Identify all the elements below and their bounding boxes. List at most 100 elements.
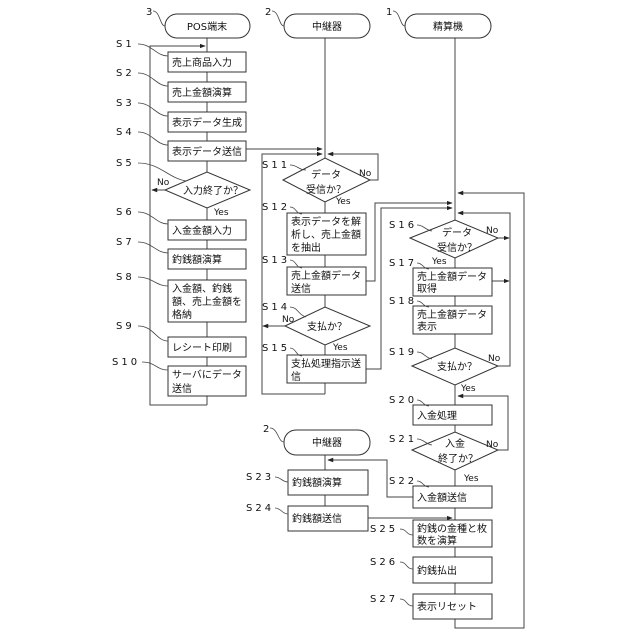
step-text-line: 表示	[417, 320, 437, 333]
step-number: S17	[389, 258, 417, 269]
terminal-ref: 1	[386, 7, 392, 18]
step-s20: 入金処理 S20	[389, 395, 492, 425]
branch-no-label: No	[359, 169, 372, 179]
step-text: 表示リセット	[417, 600, 477, 613]
step-s3: 表示データ生成 S3	[116, 98, 246, 132]
leader-line	[138, 212, 168, 224]
terminal-relay-bottom: 中継器 2	[263, 424, 370, 455]
step-s2: 売上金額演算 S2	[116, 68, 246, 102]
step-s25: 釣銭の金種と枚 数を演算 S25	[370, 520, 492, 547]
step-number: S11	[262, 160, 290, 171]
leader-line	[270, 428, 284, 442]
branch-yes-label: Yes	[463, 474, 479, 484]
decision-text-line: データ	[311, 168, 341, 181]
branch-yes-label: Yes	[335, 197, 351, 207]
leader-line	[417, 439, 432, 445]
step-text-line: 入金額、釣銭	[172, 282, 232, 295]
decision-text-line: 入金	[445, 437, 465, 450]
step-text-line: 数を演算	[417, 534, 457, 547]
step-number: S25	[370, 524, 398, 535]
step-text: 入金処理	[417, 409, 457, 422]
step-number: S21	[389, 434, 417, 445]
step-text-line: 送信	[172, 382, 192, 395]
step-s27: 表示リセット S27	[370, 594, 492, 619]
step-s26: 釣銭払出 S26	[370, 557, 492, 583]
leader-line	[400, 529, 413, 535]
leader-line	[138, 242, 168, 253]
terminal-ref: 2	[263, 424, 269, 435]
branch-yes-label: Yes	[213, 208, 229, 218]
step-s7: 釣銭額演算 S7	[116, 237, 246, 269]
step-s10: サーバにデータ 送信 S10	[112, 357, 246, 396]
step-text-line: 売上金額データ	[291, 269, 361, 282]
step-number: S12	[262, 202, 290, 213]
leader-line	[275, 477, 288, 482]
step-number: S16	[389, 220, 417, 231]
branch-no-label: No	[282, 315, 295, 325]
step-text-line: 析し、売上金額	[291, 228, 361, 241]
step-text: 釣銭額演算	[172, 253, 222, 266]
step-text-line: 支払処理指示送	[291, 357, 361, 370]
step-s1: 売上商品入力 S1	[116, 39, 246, 72]
step-s23: 釣銭額演算 S23	[246, 470, 368, 495]
terminal-title: POS端末	[187, 20, 227, 33]
terminal-title: 精算機	[433, 20, 463, 33]
branch-yes-label: Yes	[332, 343, 348, 353]
step-s24: 釣銭額送信 S24	[246, 503, 368, 531]
step-number: S24	[246, 503, 274, 514]
step-text-line: 売上金額データ	[417, 308, 487, 321]
step-text-line: 釣銭の金種と枚	[417, 522, 487, 535]
step-number: S26	[370, 557, 398, 568]
step-number: S6	[116, 207, 135, 218]
terminal-ref: 2	[265, 7, 271, 18]
decision-text: 支払か？	[437, 360, 477, 373]
leader-line	[272, 11, 284, 26]
leader-line	[400, 599, 413, 606]
step-text: 釣銭額演算	[292, 476, 342, 489]
step-number: S15	[262, 343, 290, 354]
step-text: 売上商品入力	[172, 56, 232, 69]
step-number: S1	[116, 39, 135, 50]
branch-no-label: No	[488, 354, 501, 364]
step-text-line: サーバにデータ	[172, 368, 242, 381]
step-text: 釣銭払出	[417, 564, 457, 577]
step-s8: 入金額、釣銭 額、売上金額を 格納 S8	[116, 272, 246, 322]
step-number: S22	[389, 476, 417, 487]
branch-yes-label: Yes	[431, 257, 447, 267]
step-text-line: 売上金額データ	[417, 270, 487, 283]
terminal-relay: 中継器 2	[265, 7, 370, 38]
step-number: S7	[116, 237, 135, 248]
step-text: 表示データ送信	[172, 145, 242, 158]
step-number: S3	[116, 98, 135, 109]
step-s12: 表示データを解 析し、売上金額 を抽出 S12	[262, 202, 366, 255]
terminal-settle: 精算機 1	[386, 7, 491, 38]
leader-line	[417, 352, 432, 359]
step-text-line: 表示データを解	[291, 215, 361, 228]
step-number: S8	[116, 272, 135, 283]
leader-line	[138, 132, 168, 145]
leader-line	[417, 225, 432, 231]
leader-line	[138, 326, 168, 341]
decision-s19: 支払か？ S19 No Yes	[389, 347, 501, 394]
step-text: 入金額送信	[417, 491, 467, 504]
step-number: S14	[262, 302, 290, 313]
step-text: 釣銭額送信	[292, 512, 342, 525]
step-number: S10	[112, 357, 140, 368]
step-s18: 売上金額データ 表示 S18	[389, 296, 492, 334]
terminal-pos: POS端末 3	[146, 7, 250, 38]
leader-line	[393, 11, 405, 26]
decision-text-line: データ	[442, 226, 472, 239]
step-s15: 支払処理指示送 信 S15	[262, 343, 366, 383]
leader-line	[400, 562, 413, 569]
step-text-line: 送信	[291, 282, 311, 295]
step-text: 入金金額入力	[172, 224, 232, 237]
step-number: S9	[116, 321, 135, 332]
branch-no-label: No	[486, 226, 499, 236]
step-number: S5	[116, 158, 135, 169]
leader-line	[142, 362, 168, 370]
decision-text-line: 受信か？	[306, 184, 346, 196]
step-number: S27	[370, 594, 398, 605]
step-text-line: を抽出	[291, 241, 321, 254]
leader-line	[153, 11, 165, 26]
step-text-line: 格納	[172, 308, 192, 321]
